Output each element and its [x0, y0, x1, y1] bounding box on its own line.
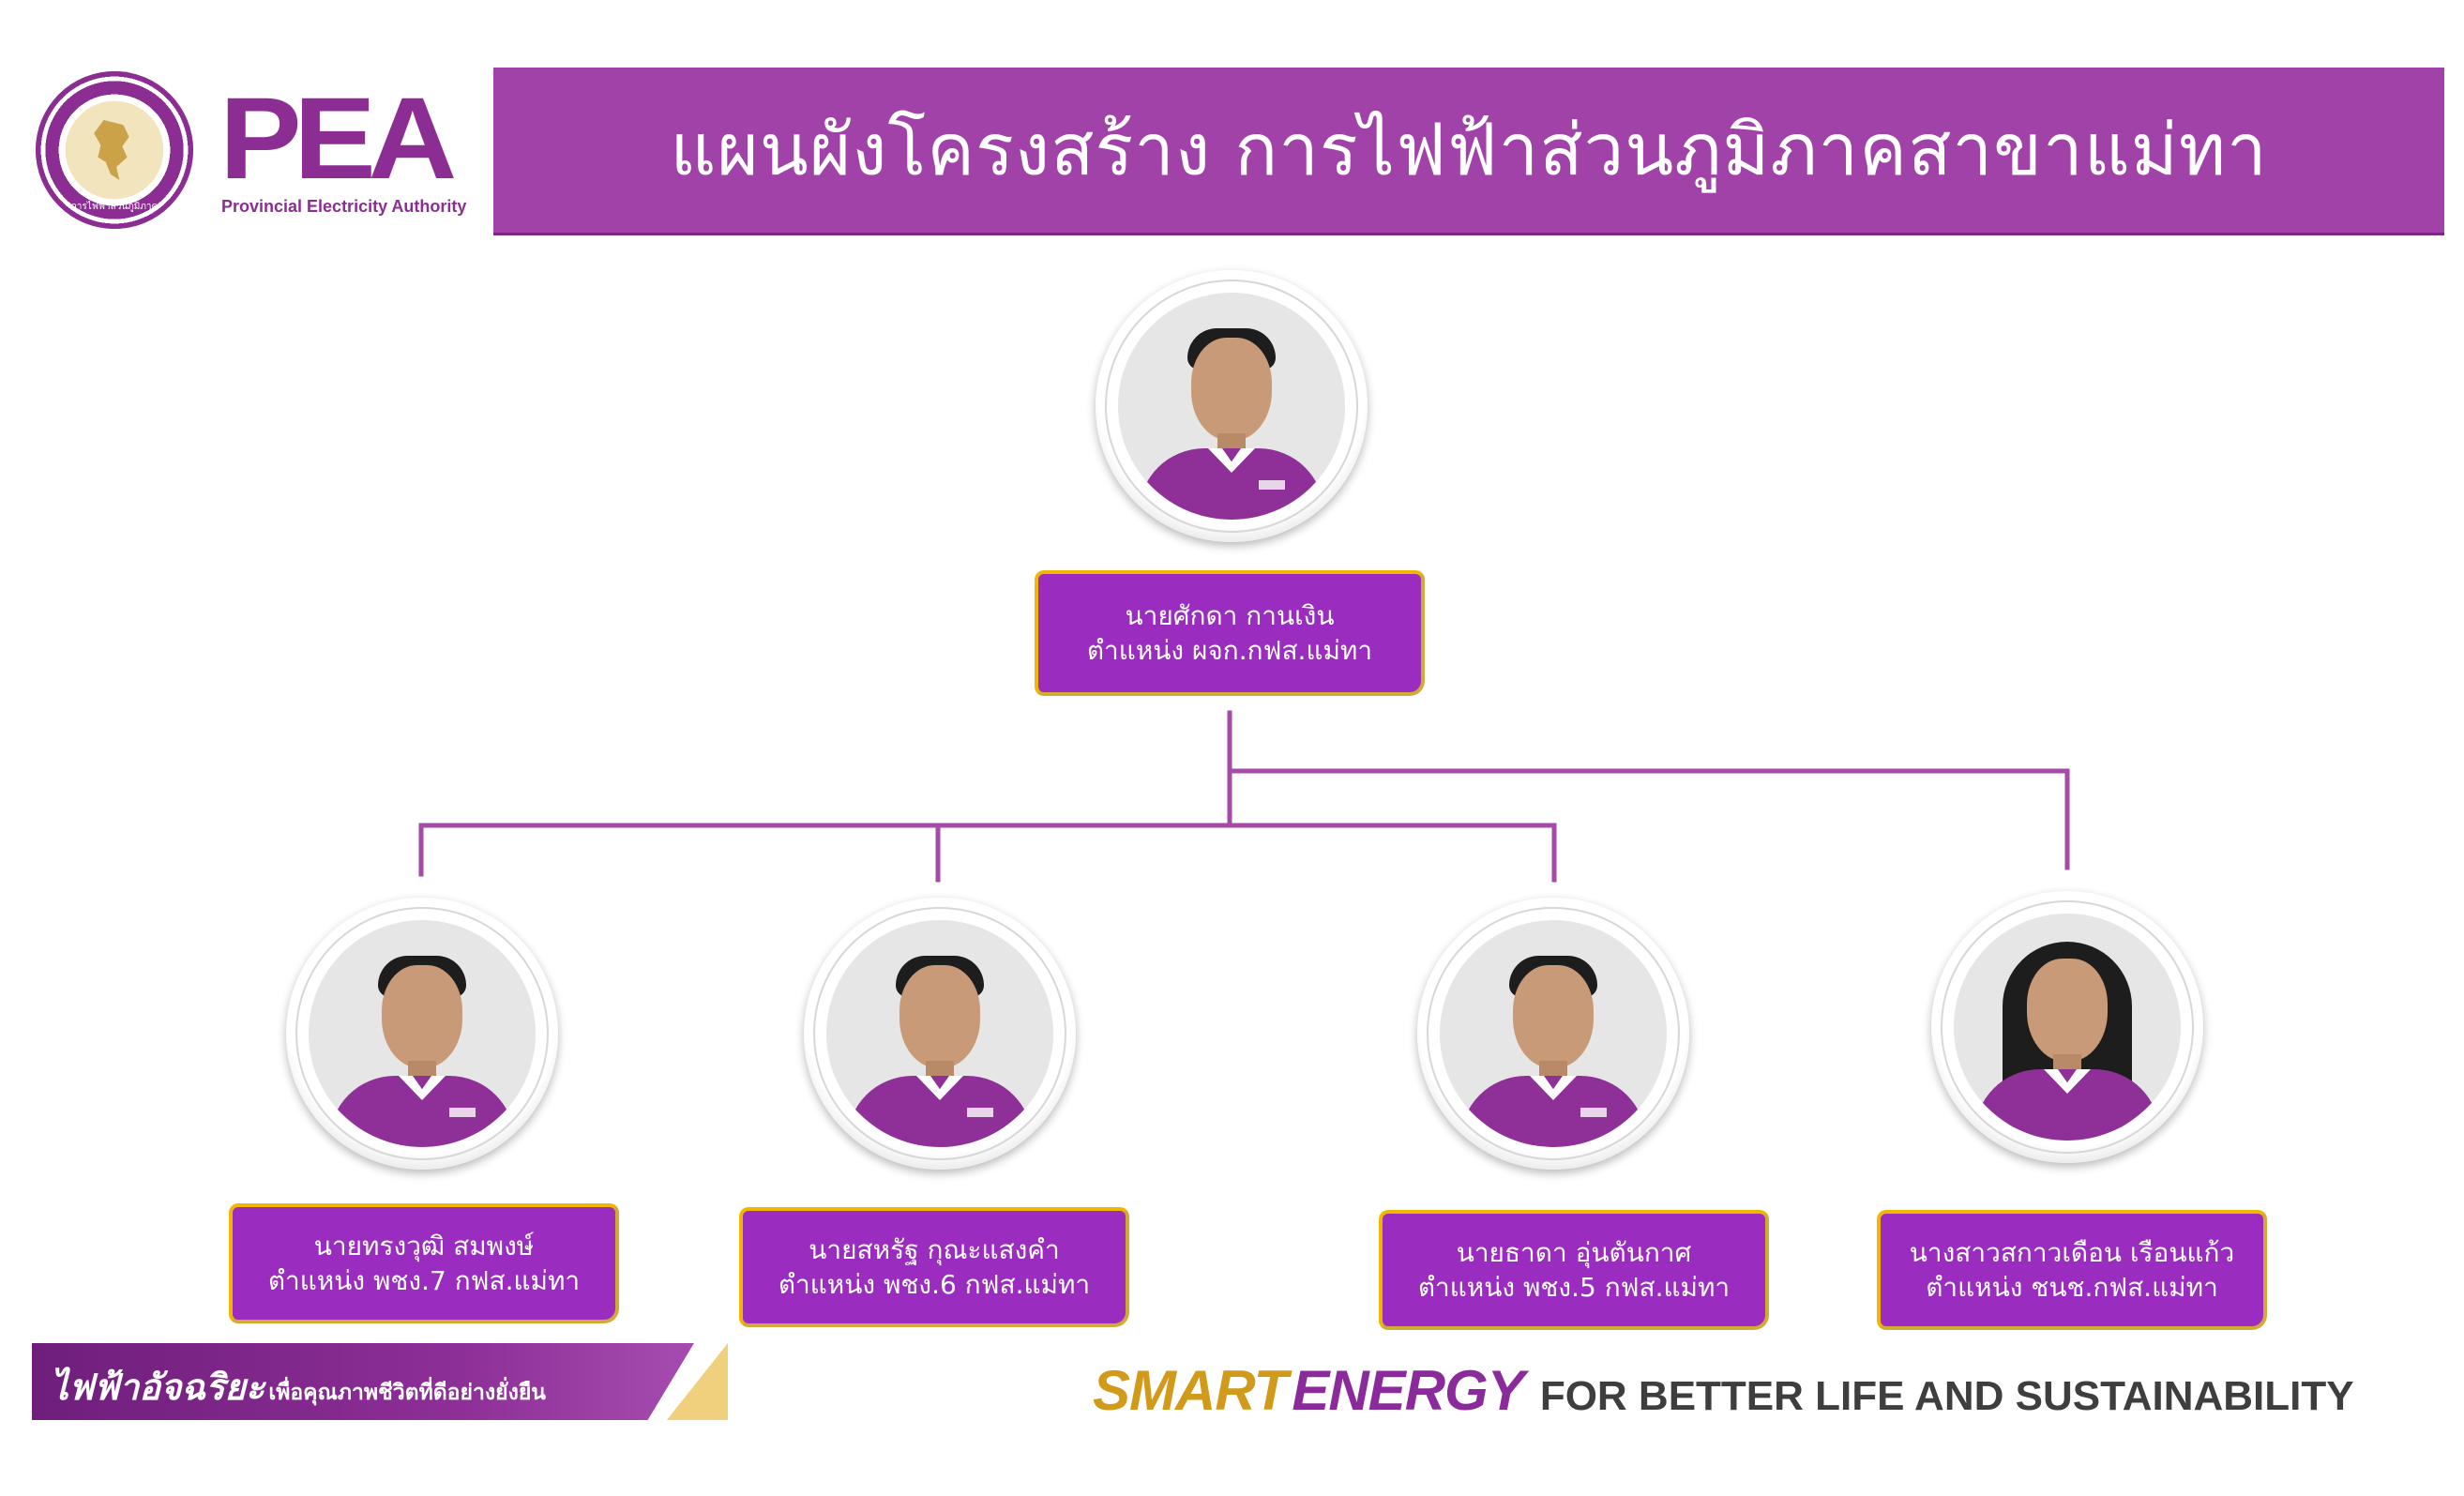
tagline-text: FOR BETTER LIFE AND SUSTAINABILITY — [1539, 1373, 2354, 1419]
smart-energy-tagline: SMART ENERGY FOR BETTER LIFE AND SUSTAIN… — [1093, 1358, 2434, 1433]
staff-3-portrait-image — [1440, 920, 1667, 1147]
staff-3-position: ตำแหน่ง พชง.5 กฟส.แม่ทา — [1417, 1272, 1731, 1303]
manager-portrait-image — [1118, 293, 1345, 520]
staff-2-portrait-image — [826, 920, 1053, 1147]
staff-1-namebox: นายทรงวุฒิ สมพงษ์ ตำแหน่ง พชง.7 กฟส.แม่ท… — [229, 1203, 619, 1323]
slogan-text: ไฟฟ้าอัจฉริยะเพื่อคุณภาพชีวิตที่ดีอย่างย… — [51, 1358, 546, 1415]
manager-name: นายศักดา กานเงิน — [1125, 599, 1335, 631]
page-title: แผนผังโครงสร้าง การไฟฟ้าส่วนภูมิภาคสาขาแ… — [670, 108, 2268, 191]
staff-4-photo — [1931, 891, 2203, 1163]
title-banner: แผนผังโครงสร้าง การไฟฟ้าส่วนภูมิภาคสาขาแ… — [493, 68, 2444, 235]
staff-3-namebox: นายธาดา อุ่นตันกาศ ตำแหน่ง พชง.5 กฟส.แม่… — [1379, 1210, 1769, 1330]
seal-text: การไฟฟ้าส่วนภูมิภาค — [70, 202, 159, 212]
staff-3-photo — [1417, 898, 1689, 1170]
staff-2-namebox: นายสหรัฐ กุณะแสงคำ ตำแหน่ง พชง.6 กฟส.แม่… — [739, 1207, 1129, 1327]
staff-4-portrait-image — [1954, 914, 2181, 1141]
staff-1-name: นายทรงวุฒิ สมพงษ์ — [313, 1230, 535, 1262]
manager-namebox: นายศักดา กานเงิน ตำแหน่ง ผจก.กฟส.แม่ทา — [1035, 570, 1425, 696]
smart-grid-slogan-banner: ไฟฟ้าอัจฉริยะเพื่อคุณภาพชีวิตที่ดีอย่างย… — [32, 1343, 728, 1420]
staff-2-name: นายสหรัฐ กุณะแสงคำ — [809, 1233, 1060, 1265]
slogan-band — [32, 1343, 694, 1420]
pea-seal-icon: การไฟฟ้าส่วนภูมิภาค — [36, 71, 193, 229]
staff-3-name: นายธาดา อุ่นตันกาศ — [1456, 1236, 1692, 1268]
pea-logo-text: PEA — [219, 74, 457, 204]
thailand-map-icon — [94, 120, 129, 180]
manager-photo — [1096, 270, 1368, 542]
smart-word: SMART — [1093, 1359, 1288, 1422]
slogan-strong: ไฟฟ้าอัจฉริยะ — [51, 1367, 265, 1408]
staff-4-namebox: นางสาวสกาวเดือน เรือนแก้ว ตำแหน่ง ชนช.กฟ… — [1877, 1210, 2267, 1330]
slogan-small: เพื่อคุณภาพชีวิตที่ดีอย่างยั่งยืน — [268, 1381, 547, 1405]
staff-1-photo — [286, 898, 558, 1170]
staff-4-position: ตำแหน่ง ชนช.กฟส.แม่ทา — [1926, 1272, 2218, 1303]
staff-1-position: ตำแหน่ง พชง.7 กฟส.แม่ทา — [267, 1265, 581, 1296]
pea-logo: การไฟฟ้าส่วนภูมิภาค PEA Provincial Elect… — [36, 71, 486, 231]
pea-logo-subtitle: Provincial Electricity Authority — [221, 197, 467, 216]
manager-position: ตำแหน่ง ผจก.กฟส.แม่ทา — [1086, 635, 1373, 666]
energy-word: ENERGY — [1292, 1359, 1524, 1422]
staff-2-photo — [804, 898, 1076, 1170]
staff-4-name: นางสาวสกาวเดือน เรือนแก้ว — [1909, 1236, 2235, 1268]
staff-2-position: ตำแหน่ง พชง.6 กฟส.แม่ทา — [778, 1269, 1091, 1300]
staff-1-portrait-image — [309, 920, 536, 1147]
